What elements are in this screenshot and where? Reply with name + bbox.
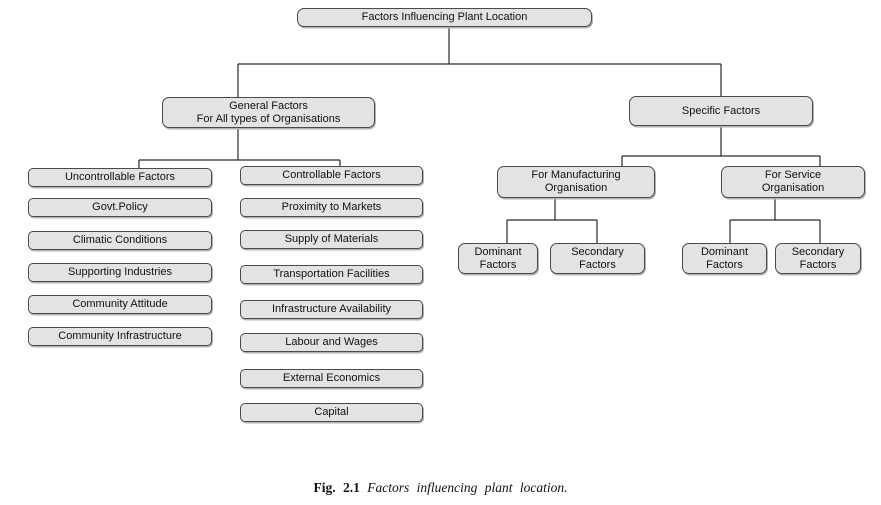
node-service-dominant-factors: Dominant Factors xyxy=(682,243,767,274)
node-community-attitude: Community Attitude xyxy=(28,295,212,314)
node-govt-policy-label: Govt.Policy xyxy=(92,201,148,213)
node-manufacturing-secondary-line2: Factors xyxy=(579,258,616,271)
node-transportation-facilities: Transportation Facilities xyxy=(240,265,423,284)
node-service-dominant-line1: Dominant xyxy=(700,245,749,258)
node-service-secondary-line2: Factors xyxy=(799,258,837,271)
node-service-secondary-line1: Secondary xyxy=(791,245,845,258)
node-transportation-facilities-label: Transportation Facilities xyxy=(273,268,390,280)
figure-caption-number: Fig. 2.1 xyxy=(313,480,360,495)
node-community-attitude-label: Community Attitude xyxy=(72,298,168,310)
node-manufacturing-dominant-factors: Dominant Factors xyxy=(458,243,538,274)
node-for-manufacturing-line2: Organisation xyxy=(544,182,608,194)
node-labour-and-wages-label: Labour and Wages xyxy=(285,336,378,348)
node-uncontrollable-factors-label: Uncontrollable Factors xyxy=(64,171,176,183)
node-general-factors-line2: For All types of Organisations xyxy=(196,112,341,125)
node-supporting-industries: Supporting Industries xyxy=(28,263,212,282)
node-for-service-line2: Organisation xyxy=(761,182,825,194)
node-community-infrastructure: Community Infrastructure xyxy=(28,327,212,346)
node-service-secondary-factors: Secondary Factors xyxy=(775,243,861,274)
node-for-manufacturing-organisation: For Manufacturing Organisation xyxy=(497,166,655,198)
node-service-dominant-line2: Factors xyxy=(706,258,743,271)
node-capital: Capital xyxy=(240,403,423,422)
figure-caption: Fig. 2.1 Factors influencing plant locat… xyxy=(0,480,881,496)
node-manufacturing-dominant-line2: Factors xyxy=(479,258,517,271)
node-supporting-industries-label: Supporting Industries xyxy=(68,266,172,278)
node-supply-of-materials: Supply of Materials xyxy=(240,230,423,249)
connector-root xyxy=(237,27,722,97)
node-infrastructure-availability: Infrastructure Availability xyxy=(240,300,423,319)
node-infrastructure-availability-label: Infrastructure Availability xyxy=(271,303,392,315)
node-proximity-to-markets-label: Proximity to Markets xyxy=(281,201,382,213)
node-for-manufacturing-line1: For Manufacturing xyxy=(531,169,621,181)
connector-specific-to-orgs xyxy=(621,126,821,167)
node-labour-and-wages: Labour and Wages xyxy=(240,333,423,352)
node-manufacturing-dominant-line1: Dominant xyxy=(474,245,522,258)
node-climatic-conditions-label: Climatic Conditions xyxy=(72,234,168,246)
node-manufacturing-secondary-factors: Secondary Factors xyxy=(550,243,645,274)
node-general-factors-line1: General Factors xyxy=(229,99,308,112)
node-general-factors: General Factors For All types of Organis… xyxy=(162,97,375,128)
node-capital-label: Capital xyxy=(314,406,349,418)
node-community-infrastructure-label: Community Infrastructure xyxy=(58,330,182,342)
node-supply-of-materials-label: Supply of Materials xyxy=(284,233,379,245)
node-for-service-line1: For Service xyxy=(764,169,822,181)
node-external-economics-label: External Economics xyxy=(282,372,381,384)
node-for-service-organisation: For Service Organisation xyxy=(721,166,865,198)
node-manufacturing-secondary-line1: Secondary xyxy=(571,245,624,258)
connector-general-to-columns xyxy=(138,128,341,169)
figure-caption-title: Factors influencing plant location. xyxy=(367,480,568,495)
node-controllable-factors-label: Controllable Factors xyxy=(282,169,381,181)
node-govt-policy: Govt.Policy xyxy=(28,198,212,217)
node-proximity-to-markets: Proximity to Markets xyxy=(240,198,423,217)
node-uncontrollable-factors: Uncontrollable Factors xyxy=(28,168,212,187)
connector-service-children xyxy=(729,198,821,243)
node-root-label: Factors Influencing Plant Location xyxy=(361,11,528,23)
node-controllable-factors: Controllable Factors xyxy=(240,166,423,185)
node-specific-factors: Specific Factors xyxy=(629,96,813,126)
node-specific-factors-label: Specific Factors xyxy=(681,104,761,117)
node-root: Factors Influencing Plant Location xyxy=(297,8,592,27)
node-external-economics: External Economics xyxy=(240,369,423,388)
node-climatic-conditions: Climatic Conditions xyxy=(28,231,212,250)
connector-manufacturing-children xyxy=(506,198,598,243)
